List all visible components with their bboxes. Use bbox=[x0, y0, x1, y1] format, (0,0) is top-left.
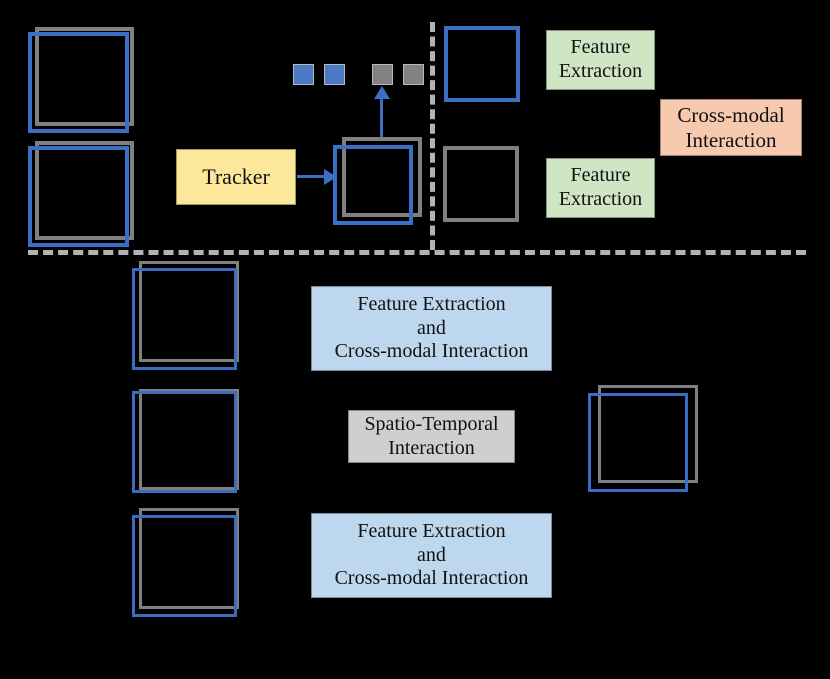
top-left-frame-2-gray-box bbox=[35, 141, 134, 240]
vertical-dashed-separator bbox=[430, 22, 435, 250]
token-gray-1 bbox=[372, 64, 393, 85]
horizontal-dashed-separator bbox=[28, 250, 806, 255]
token-blue-1 bbox=[293, 64, 314, 85]
search-region-gray-box bbox=[342, 137, 422, 217]
bottom-frame-2-gray-box bbox=[139, 389, 239, 490]
token-gray-2 bbox=[403, 64, 424, 85]
spatio-temporal-interaction-box[interactable]: Spatio-Temporal Interaction bbox=[348, 410, 515, 463]
token-blue-2 bbox=[324, 64, 345, 85]
bottom-frame-3-blue-box bbox=[132, 515, 237, 617]
search-region-blue-box bbox=[333, 145, 413, 225]
bottom-frame-2-blue-box bbox=[132, 391, 237, 493]
tracker-box[interactable]: Tracker bbox=[176, 149, 296, 205]
search-to-tokens-arrow-line bbox=[380, 95, 383, 137]
bottom-right-output-blue-box bbox=[588, 393, 688, 492]
bottom-frame-3-gray-box bbox=[139, 508, 239, 609]
top-left-frame-2-blue-box bbox=[28, 146, 129, 247]
cross-modal-interaction-box[interactable]: Cross-modal Interaction bbox=[660, 99, 802, 156]
feature-extraction-cross-modal-bottom-box[interactable]: Feature Extraction and Cross-modal Inter… bbox=[311, 513, 552, 598]
tracker-to-search-arrow-line bbox=[297, 175, 327, 178]
top-right-blue-box bbox=[444, 26, 520, 102]
bottom-right-output-gray-box bbox=[598, 385, 698, 483]
top-left-frame-1-blue-box bbox=[28, 32, 129, 133]
bottom-frame-1-gray-box bbox=[139, 261, 239, 362]
feature-extraction-top-box[interactable]: Feature Extraction bbox=[546, 30, 655, 90]
feature-extraction-bottom-box[interactable]: Feature Extraction bbox=[546, 158, 655, 218]
bottom-frame-1-blue-box bbox=[132, 268, 237, 370]
feature-extraction-cross-modal-top-box[interactable]: Feature Extraction and Cross-modal Inter… bbox=[311, 286, 552, 371]
top-right-gray-box bbox=[443, 146, 519, 222]
top-left-frame-1-gray-box bbox=[35, 27, 134, 126]
search-to-tokens-arrow-head bbox=[374, 86, 390, 99]
